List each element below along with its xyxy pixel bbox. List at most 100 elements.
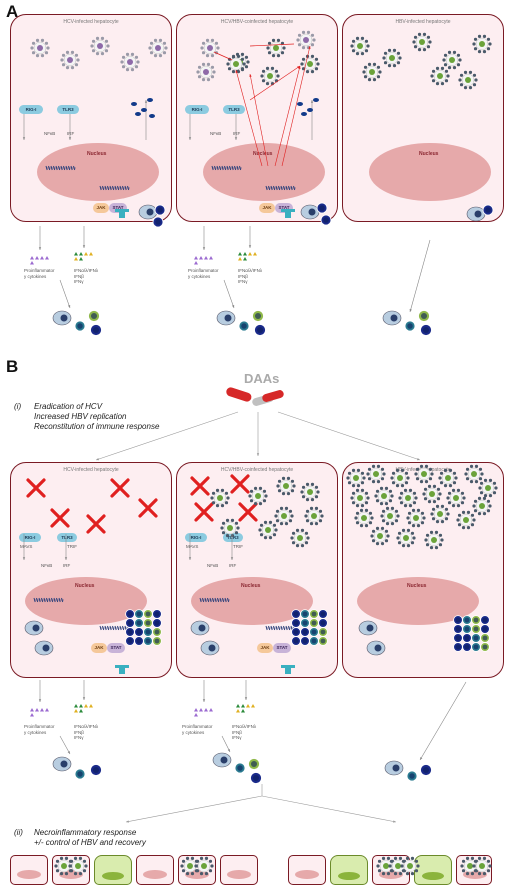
eradicated-hcv-icon: [194, 502, 214, 522]
immune-cell-nucleus-icon: [473, 644, 479, 650]
irf-label: IRF: [229, 563, 237, 568]
immune-cell-nucleus-icon: [127, 638, 133, 644]
nucleus: [369, 143, 491, 201]
cell-title: HBV-infected hepatocyte: [395, 19, 451, 25]
hcv-virion-icon: [148, 38, 168, 58]
step-ii-number: (ii): [14, 828, 23, 837]
eradicated-hcv-icon: [86, 514, 106, 534]
cytokine-icon: [241, 709, 245, 713]
cytokine-icon: [74, 257, 78, 261]
hbv-virion-icon: [362, 62, 382, 82]
outcome-cell: [220, 855, 258, 885]
arrowhead: [231, 305, 235, 308]
ifn-receptor-icon: [119, 668, 125, 674]
inhibition-arrow: [235, 69, 263, 167]
ifn-receptor-top: [281, 209, 295, 212]
cytokine-icon: [251, 704, 255, 708]
cytokine-icon: [79, 709, 83, 713]
cytokine-icon: [35, 256, 39, 260]
cytokine-icon: [30, 708, 34, 712]
cytokine-icon: [194, 261, 198, 265]
immune-cell-nucleus-icon: [293, 620, 299, 626]
immune-cell-nucleus-icon: [92, 326, 100, 334]
eradicated-hcv-icon: [26, 478, 46, 498]
nucleus: [37, 143, 159, 201]
immune-cell-nucleus-icon: [482, 617, 488, 623]
immune-cell-nucleus-icon: [155, 219, 161, 225]
cytokine-icon: [74, 252, 78, 256]
arrowhead: [234, 137, 238, 140]
hbv-virion-icon: [424, 530, 444, 550]
macrophage-nucleus-icon: [42, 644, 50, 652]
rig-i-receptor: RIG-I: [19, 105, 43, 114]
arrowhead: [417, 458, 420, 461]
cytokine-icon: [199, 256, 203, 260]
immune-cell-nucleus-icon: [302, 638, 308, 644]
immune-cell-nucleus-icon: [320, 629, 326, 635]
rig-i-receptor: RIG-I: [185, 105, 209, 114]
cytokine-icon: [89, 704, 93, 708]
immune-cell-nucleus-icon: [473, 617, 479, 623]
cytokine-icon: [246, 704, 250, 708]
immune-cell-nucleus-icon: [145, 638, 151, 644]
immune-cell-nucleus-icon: [407, 323, 413, 329]
immune-cell-nucleus-icon: [293, 638, 299, 644]
panel-b-letter: B: [6, 357, 19, 376]
arrowhead: [227, 749, 230, 752]
cytokine-icon: [84, 704, 88, 708]
hbv-virion-icon: [300, 54, 320, 74]
tlr3-receptor: TLR3: [223, 105, 245, 114]
isg-protein-icon: [149, 114, 155, 118]
nucleus: [203, 143, 325, 201]
outcome-cell: [10, 855, 48, 885]
immune-cell-nucleus-icon: [154, 611, 160, 617]
arrow: [59, 279, 71, 309]
hbv-virion-icon: [290, 528, 310, 548]
arrow: [409, 239, 431, 313]
arrowhead: [68, 137, 72, 140]
hbv-virion-icon: [442, 50, 462, 70]
ifn-receptor-icon: [285, 212, 291, 218]
outcome-arrow: [261, 795, 397, 823]
irf-label: IRF: [67, 131, 75, 136]
hbv-virion-icon: [304, 506, 324, 526]
jak-protein: JAK: [257, 643, 273, 653]
immune-cell-nucleus-icon: [464, 626, 470, 632]
hcv-virion-icon: [120, 52, 140, 72]
stat-protein: STAT: [109, 203, 127, 213]
cytokine-icon: [209, 708, 213, 712]
immune-cell-nucleus-icon: [157, 207, 163, 213]
arrowhead: [298, 66, 301, 69]
arrowhead: [126, 820, 129, 823]
step-ii-text: Necroinflammatory response+/- control of…: [34, 828, 146, 847]
arrowhead: [202, 699, 206, 702]
nucleus-label: Nucleus: [75, 583, 95, 589]
hbv-virion-icon: [382, 48, 402, 68]
cytokine-icon: [238, 257, 242, 261]
hbv-virion-icon: [374, 486, 394, 506]
arrowhead: [409, 309, 412, 312]
jak-protein: JAK: [259, 203, 275, 213]
arrow: [223, 279, 235, 309]
arrowhead: [64, 557, 68, 560]
immune-cell-nucleus-icon: [320, 620, 326, 626]
daa-pill-icon: [262, 390, 284, 402]
ifn-receptor-top: [115, 209, 129, 212]
immune-cell-nucleus-icon: [293, 611, 299, 617]
hbv-virion-icon: [260, 66, 280, 86]
immune-cell-nucleus-icon: [145, 629, 151, 635]
immune-cell-nucleus-icon: [293, 629, 299, 635]
outcome-arrow: [125, 795, 263, 823]
inhibition-line: [213, 51, 233, 61]
macrophage-nucleus-icon: [390, 314, 398, 322]
hbv-virion-icon: [226, 54, 246, 74]
immune-cell-nucleus-icon: [136, 620, 142, 626]
ifn-receptor-top: [281, 665, 295, 668]
macrophage-nucleus-icon: [366, 624, 374, 632]
immune-cell-nucleus-icon: [77, 771, 83, 777]
hcv-virion-icon: [296, 30, 316, 50]
